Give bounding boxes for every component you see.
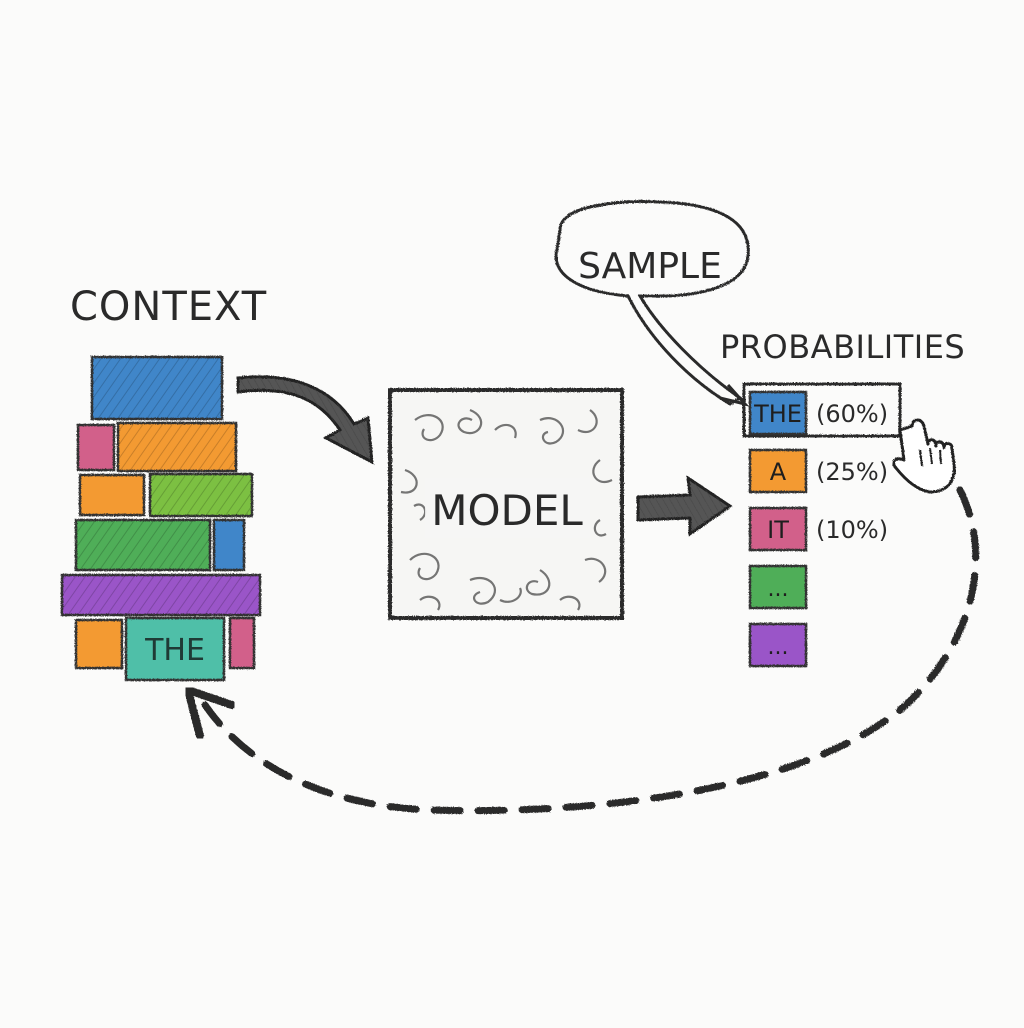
context-title: CONTEXT — [70, 284, 267, 330]
feedback-loop-arrowhead — [184, 686, 236, 740]
probability-list: THE (60%) A (25%) IT (10%)...... — [748, 390, 888, 668]
model-box: MODEL — [388, 388, 624, 620]
arrow-model-to-probabilities — [636, 474, 733, 537]
token-label: THE — [753, 400, 802, 428]
probability-row[interactable]: IT (10%) — [748, 506, 888, 552]
model-swirl-pattern — [400, 408, 613, 611]
context-token-block — [124, 616, 226, 682]
context-block — [76, 423, 116, 472]
probability-row[interactable]: ... — [748, 622, 808, 668]
token-probability: (10%) — [816, 516, 888, 544]
selected-outline — [742, 382, 902, 438]
token-swatch — [748, 506, 808, 552]
context-block — [228, 616, 256, 670]
token-label: A — [770, 458, 787, 486]
probabilities-title: PROBABILITIES — [720, 328, 965, 366]
token-label: IT — [767, 516, 789, 544]
probability-row[interactable]: THE (60%) — [748, 390, 888, 436]
hand-cursor-icon — [892, 418, 956, 494]
token-swatch — [748, 622, 808, 668]
context-block — [212, 518, 246, 572]
context-block — [78, 473, 146, 517]
context-token-label: THE — [144, 633, 205, 668]
token-swatch — [748, 390, 808, 436]
sample-label: SAMPLE — [578, 246, 722, 287]
token-probability: (25%) — [816, 458, 888, 486]
context-block — [74, 618, 124, 670]
probability-row[interactable]: A (25%) — [748, 448, 888, 494]
sample-bubble: SAMPLE — [554, 200, 750, 407]
feedback-loop-arrow — [201, 486, 980, 815]
token-label: ... — [768, 577, 789, 602]
arrow-context-to-model — [236, 375, 374, 465]
token-swatch — [748, 448, 808, 494]
token-label: ... — [768, 635, 789, 660]
probability-row[interactable]: ... — [748, 564, 808, 610]
token-swatch — [748, 564, 808, 610]
model-label: MODEL — [431, 486, 583, 535]
token-probability: (60%) — [816, 400, 888, 428]
